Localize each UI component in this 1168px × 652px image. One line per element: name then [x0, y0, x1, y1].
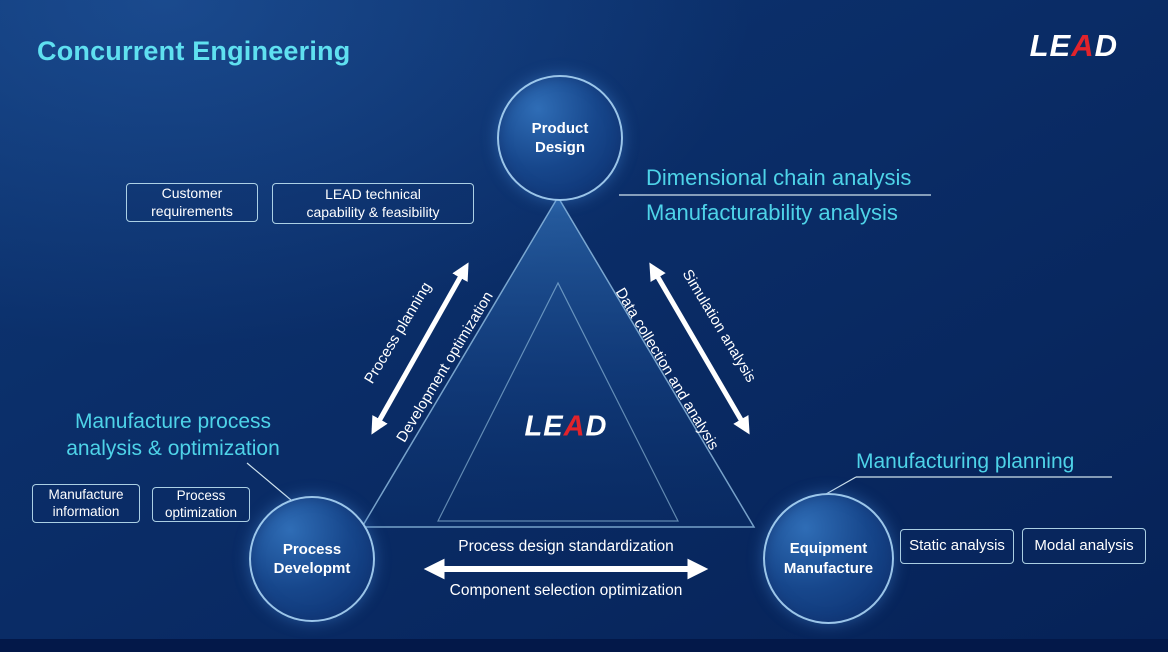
center-logo-a-slash: A	[563, 410, 586, 443]
brand-logo-d: D	[1094, 28, 1118, 63]
triangle-outer	[360, 195, 756, 528]
callout-modal-analysis: Modal analysis	[1022, 528, 1146, 564]
node-product-design: Product Design	[497, 75, 623, 201]
brand-logo-le: LE	[1029, 28, 1072, 63]
label-manufacturability-analysis: Manufacturability analysis	[646, 200, 898, 225]
arrow-left	[371, 262, 469, 435]
brand-logo-a-slash: A	[1071, 28, 1095, 63]
label-dimensional-chain-analysis: Dimensional chain analysis	[646, 165, 912, 190]
slide-title: Concurrent Engineering	[37, 36, 351, 66]
center-logo-le: LE	[524, 410, 564, 443]
edge-label-process-design-standardization: Process design standardization	[458, 538, 674, 555]
label-manufacture-process-analysis: Manufacture process analysis & optimizat…	[66, 410, 280, 461]
triangle-inner	[437, 281, 679, 522]
node-equipment-manufacture: Equipment Manufacture	[763, 493, 894, 624]
label-manufacturing-planning: Manufacturing planning	[856, 450, 1075, 473]
bottom-edge-bar	[0, 639, 1168, 652]
callout-lead-technical-capability: LEAD technical capability & feasibility	[272, 183, 474, 224]
center-logo-d: D	[585, 410, 608, 443]
arrow-right	[649, 262, 750, 435]
triangle-center-logo: LEAD	[525, 411, 608, 444]
pointer-process-label	[246, 462, 292, 501]
node-process-development: Process Developmt	[249, 496, 375, 622]
callout-process-optimization: Process optimization	[152, 487, 250, 522]
callout-manufacture-information: Manufacture information	[32, 484, 140, 523]
brand-logo: LEAD	[1030, 28, 1118, 64]
callout-customer-requirements: Customer requirements	[126, 183, 258, 222]
edge-label-component-selection-optimization: Component selection optimization	[449, 582, 683, 599]
callout-static-analysis: Static analysis	[900, 529, 1014, 564]
